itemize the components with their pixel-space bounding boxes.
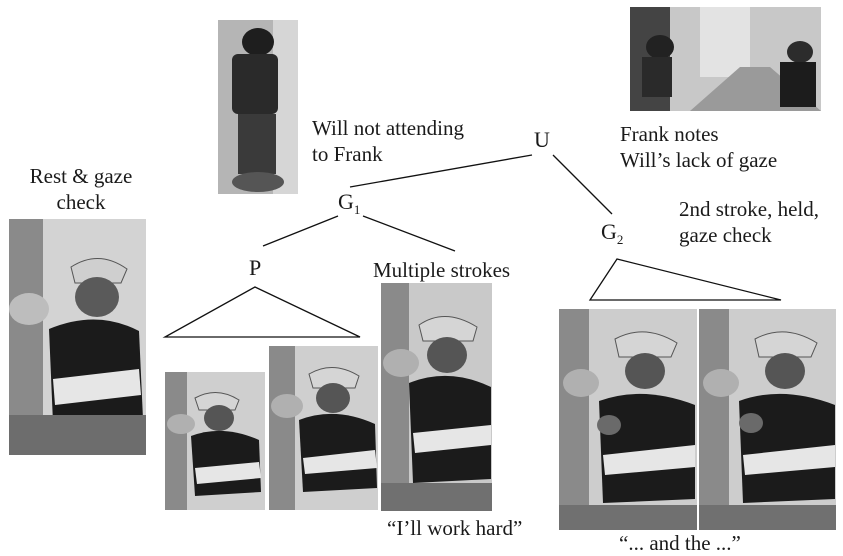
label-frank-notes: Frank notes Will’s lack of gaze bbox=[620, 122, 778, 172]
node-u: U bbox=[534, 127, 550, 152]
node-g2: G2 bbox=[601, 219, 624, 248]
photo-g2-frame-2 bbox=[699, 309, 836, 530]
photo-rest-gaze bbox=[9, 219, 146, 455]
label-multiple-strokes: Multiple strokes bbox=[373, 258, 511, 282]
edge-g1-multiple bbox=[362, 215, 456, 252]
triangle-p bbox=[162, 286, 361, 338]
quote-and-the: “... and the ...” bbox=[619, 531, 741, 555]
label-rest-gaze-check: Rest & gaze check bbox=[29, 164, 133, 214]
photo-will-not-attending bbox=[218, 20, 298, 194]
photo-p-frame-2 bbox=[269, 346, 378, 510]
quote-work-hard: “I’ll work hard” bbox=[387, 516, 523, 540]
label-second-stroke: 2nd stroke, held, gaze check bbox=[679, 197, 819, 247]
node-g1: G1 bbox=[338, 189, 361, 218]
photo-frank-notes bbox=[630, 7, 821, 111]
photo-p-frame-1 bbox=[165, 372, 265, 510]
triangle-g2 bbox=[588, 258, 782, 301]
edge-g1-p bbox=[262, 215, 339, 247]
node-p: P bbox=[249, 255, 262, 280]
photo-multiple-strokes bbox=[381, 283, 492, 511]
photo-g2-frame-1 bbox=[559, 309, 697, 530]
edge-u-g1 bbox=[349, 154, 533, 188]
label-will-not-attending: Will not attending to Frank bbox=[312, 116, 464, 166]
edge-u-g2 bbox=[552, 154, 613, 215]
